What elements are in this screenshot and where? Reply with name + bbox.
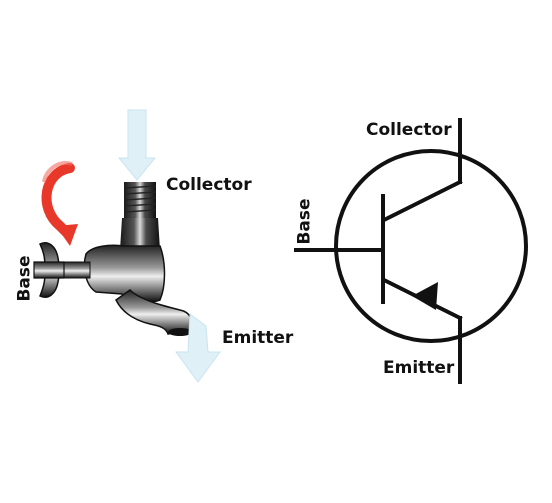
faucet-emitter-label: Emitter bbox=[222, 328, 294, 348]
faucet-collector-label: Collector bbox=[166, 175, 252, 195]
symbol-emitter-label: Emitter bbox=[383, 358, 455, 378]
symbol-base-label: Base bbox=[294, 198, 315, 245]
npn-transistor-symbol bbox=[294, 118, 528, 384]
collector-diagonal bbox=[381, 179, 463, 223]
transistor-envelope-circle bbox=[334, 149, 528, 343]
handle-turn-arrow bbox=[41, 161, 78, 246]
symbol-collector-label: Collector bbox=[366, 120, 452, 140]
outflow-arrow bbox=[175, 313, 221, 383]
faucet-image bbox=[33, 182, 193, 336]
inflow-arrow bbox=[117, 109, 157, 181]
emitter-arrow-head bbox=[412, 282, 438, 310]
faucet-base-label: Base bbox=[14, 255, 35, 302]
